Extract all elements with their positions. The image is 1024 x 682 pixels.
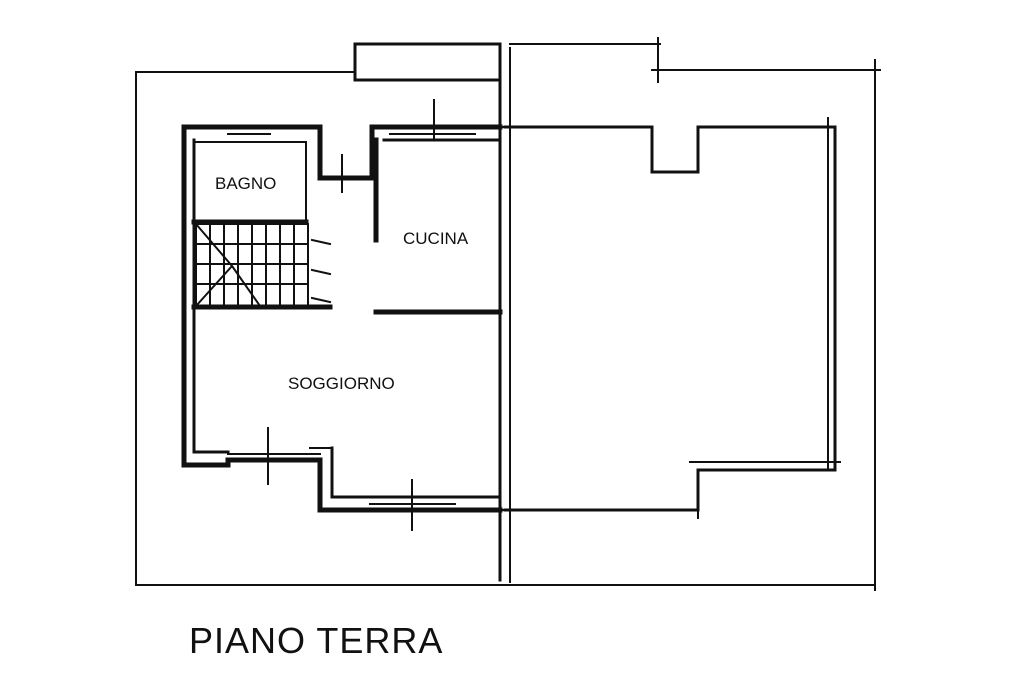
lot-boundary xyxy=(135,37,881,591)
room-label-soggiorno: SOGGIORNO xyxy=(288,374,395,393)
room-label-bagno: BAGNO xyxy=(215,174,277,193)
adjacent-unit xyxy=(503,117,841,519)
interior-walls xyxy=(191,137,503,315)
floor-title: PIANO TERRA xyxy=(189,620,444,661)
windows xyxy=(227,99,476,531)
balcony-box xyxy=(353,42,502,82)
staircase xyxy=(194,222,332,308)
dimension-ticks xyxy=(309,126,516,511)
room-label-cucina: CUCINA xyxy=(403,229,469,248)
